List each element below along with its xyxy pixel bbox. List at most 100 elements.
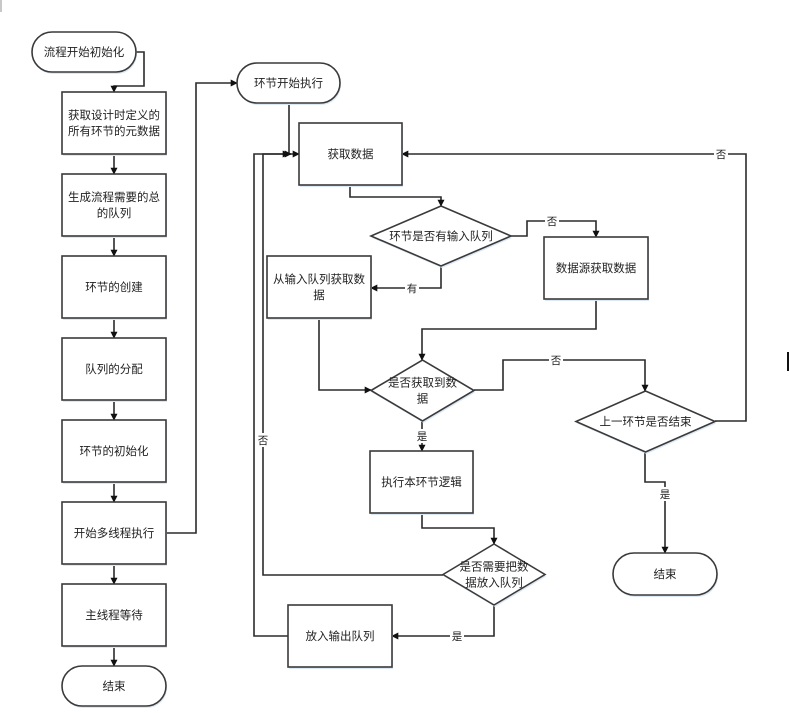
edge-label: 否 (547, 216, 558, 228)
process-box (266, 255, 372, 319)
node-label: 所有环节的元数据 (68, 124, 160, 138)
node-label: 主线程等待 (85, 608, 143, 622)
node-label: 的队列 (97, 206, 132, 220)
decision-diamond (368, 205, 514, 267)
edge-label: 否 (716, 149, 727, 161)
edge-from-input-queue-to-got-data (318, 318, 372, 394)
edge-prev-done-to-get-data (401, 150, 747, 422)
node-init-step: 环节的初始化 (61, 419, 167, 484)
node-main-wait: 主线程等待 (61, 583, 167, 648)
node-label: 据放入队列 (465, 576, 523, 590)
node-put-output: 放入输出队列 (287, 604, 393, 669)
process-box (298, 122, 403, 186)
edge-has-input-queue-to-from-datasource (511, 220, 600, 238)
node-label: 据 (417, 392, 429, 406)
node-label: 放入输出队列 (306, 629, 375, 643)
process-box (543, 236, 649, 300)
node-label: 是否获取到数 (388, 376, 457, 390)
edge-label: 是 (452, 631, 463, 643)
edge-label-background (549, 353, 563, 367)
node-label: 获取设计时定义的 (68, 108, 160, 122)
edge-artifact (787, 352, 789, 371)
process-box (61, 173, 167, 237)
node-create-step: 环节的创建 (61, 255, 167, 320)
edges-layer (110, 51, 747, 667)
node-label: 从输入队列获取数 (273, 272, 365, 286)
decision-diamond (369, 359, 476, 422)
edge-put-output-to-get-data (253, 150, 290, 637)
edge-label: 是 (417, 431, 428, 443)
edge-got-data-to-prev-done (474, 359, 649, 392)
node-prev-done: 上一环节是否结束 (574, 390, 717, 454)
edge-label: 是 (660, 489, 671, 501)
node-label: 环节开始执行 (254, 76, 323, 90)
process-box (369, 450, 474, 514)
node-label: 是否需要把数 (460, 560, 529, 574)
edge-label-background (450, 629, 464, 643)
process-box (61, 255, 167, 319)
terminal-shape (31, 31, 137, 73)
edge-label-background (658, 487, 672, 501)
edge-label: 否 (551, 355, 562, 367)
node-end-step: 结束 (612, 552, 718, 597)
node-label: 环节是否有输入队列 (389, 229, 493, 243)
node-label: 结束 (103, 679, 126, 693)
process-box (61, 337, 167, 401)
node-label: 结束 (654, 567, 677, 581)
edge-from-datasource-to-got-data (418, 299, 597, 361)
edge-label-background (714, 147, 728, 161)
node-start-threads: 开始多线程执行 (61, 501, 167, 566)
edge-label: 否 (258, 435, 269, 447)
edge-prev-done-to-end-step (644, 452, 669, 554)
edge-step-start-to-get-data (288, 103, 300, 158)
node-label: 上一环节是否结束 (600, 415, 692, 429)
node-label: 数据源获取数据 (556, 261, 637, 275)
nodes-layer: 流程开始初始化获取设计时定义的所有环节的元数据生成流程需要的总的队列环节的创建队… (31, 31, 718, 708)
node-get-data: 获取数据 (298, 122, 403, 187)
process-box (61, 501, 167, 565)
node-label: 执行本环节逻辑 (381, 475, 462, 489)
node-start-init: 流程开始初始化 (31, 31, 137, 74)
node-assign-queue: 队列的分配 (61, 337, 167, 402)
edge-label-background (545, 214, 559, 228)
edge-has-input-queue-to-from-input-queue (370, 266, 442, 292)
process-box (61, 91, 167, 155)
node-label: 队列的分配 (85, 362, 143, 376)
edge-start-init-to-get-meta (110, 51, 145, 93)
terminal-shape (236, 62, 341, 104)
edge-need-output-to-put-output (391, 605, 495, 640)
node-label: 获取数据 (328, 147, 374, 161)
edge-exec-logic-to-need-output (421, 513, 498, 545)
node-label: 开始多线程执行 (74, 526, 155, 540)
node-label: 环节的初始化 (80, 444, 149, 458)
edge-label-background (256, 433, 270, 447)
node-step-start: 环节开始执行 (236, 62, 341, 105)
node-has-input-queue: 环节是否有输入队列 (368, 205, 514, 268)
edge-get-data-to-has-input-queue (349, 185, 445, 207)
node-exec-logic: 执行本环节逻辑 (369, 450, 474, 515)
node-from-datasource: 数据源获取数据 (543, 236, 649, 301)
decision-diamond (574, 390, 717, 453)
edge-label: 有 (407, 282, 418, 295)
decision-diamond (441, 543, 547, 606)
edge-label-background (415, 429, 429, 443)
edge-label-background (405, 281, 419, 295)
node-label: 流程开始初始化 (44, 45, 125, 59)
node-label: 生成流程需要的总 (68, 190, 160, 204)
node-label: 据 (313, 288, 325, 302)
terminal-shape (612, 552, 718, 596)
corner-artifact (0, 0, 2, 12)
terminal-shape (61, 665, 167, 707)
process-box (61, 419, 167, 483)
process-box (61, 583, 167, 647)
node-end-main: 结束 (61, 665, 167, 708)
edge-start-threads-to-step-start (166, 79, 238, 534)
node-label: 环节的创建 (85, 280, 143, 294)
